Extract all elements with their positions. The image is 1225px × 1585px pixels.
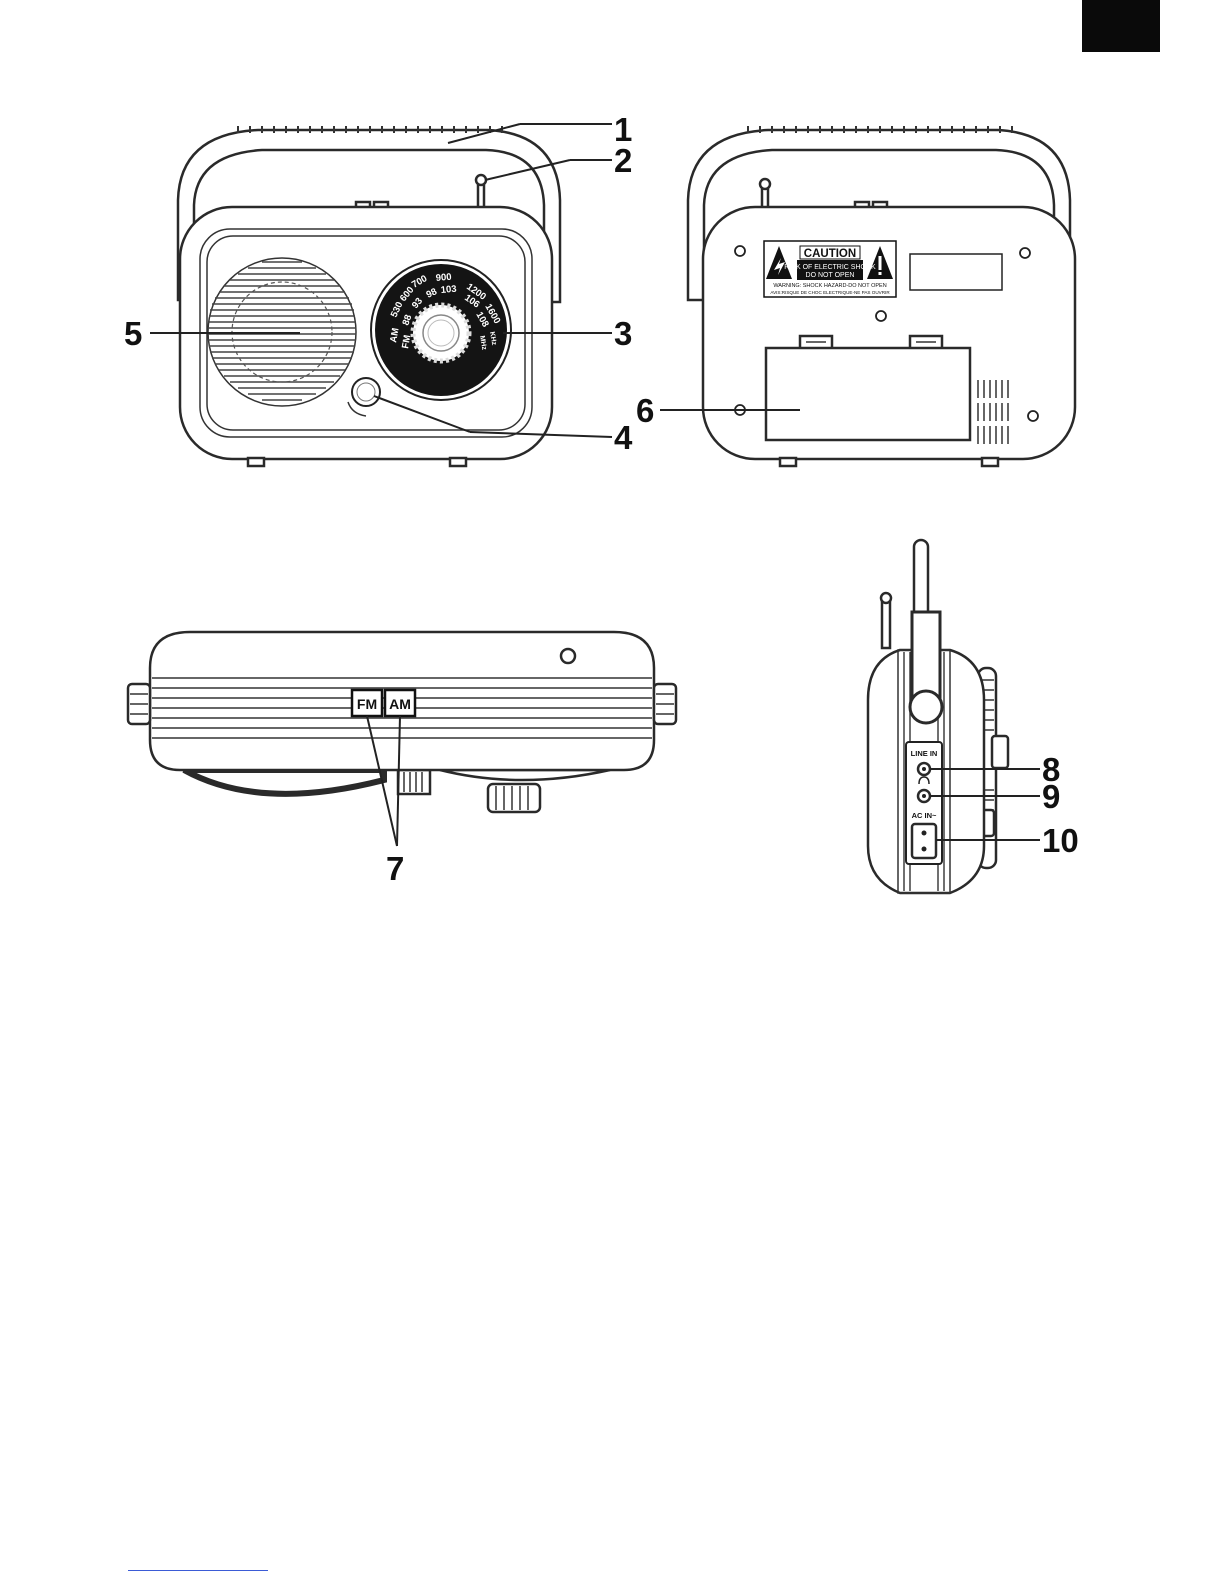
callout-9: 9 <box>1042 778 1060 815</box>
caution-label: CAUTION RISK OF ELECTRIC SHOCK DO NOT OP… <box>764 241 896 297</box>
am-button-label: AM <box>389 696 411 712</box>
top-view-antenna-hole <box>561 649 575 663</box>
dial-am-900: 900 <box>435 272 452 284</box>
front-view: AM 530 600 700 900 1200 1600 KHz FM 88 9… <box>150 124 612 466</box>
caution-line4: AVIS:RISQUE DE CHOC ELECTRIQUE-NE PAS OU… <box>770 290 890 295</box>
callout-4: 4 <box>614 419 633 456</box>
tuning-dial: AM 530 600 700 900 1200 1600 KHz FM 88 9… <box>371 260 511 400</box>
caution-line1: RISK OF ELECTRIC SHOCK <box>784 264 876 271</box>
callout-7: 7 <box>386 850 404 887</box>
rating-label <box>910 254 1002 290</box>
side-view: LINE IN AC IN~ <box>868 540 1040 893</box>
front-foot <box>450 458 466 466</box>
caution-title: CAUTION <box>804 248 856 260</box>
top-view-speaker-rim <box>184 770 384 794</box>
footer-link-underline[interactable] <box>128 1570 268 1571</box>
battery-compartment <box>766 336 970 440</box>
ac-in-socket <box>912 824 936 858</box>
antenna-tip <box>476 175 486 185</box>
top-view: FM AM <box>128 632 676 846</box>
dial-fm-103: 103 <box>440 284 457 296</box>
front-foot <box>248 458 264 466</box>
caution-line2: DO NOT OPEN <box>806 272 855 279</box>
top-view-volume-knob <box>398 770 430 794</box>
side-view-tuning-knob <box>992 736 1008 768</box>
back-view: CAUTION RISK OF ELECTRIC SHOCK DO NOT OP… <box>660 126 1075 466</box>
callout-2: 2 <box>614 142 632 179</box>
side-view-antenna-stub <box>882 600 890 648</box>
ac-in-label: AC IN~ <box>912 811 937 820</box>
callout-5: 5 <box>124 315 142 352</box>
caution-line3: WARNING: SHOCK HAZARD-DO NOT OPEN <box>773 283 886 289</box>
tuning-knob <box>413 305 469 361</box>
callout-3: 3 <box>614 315 632 352</box>
fm-button-label: FM <box>357 696 377 712</box>
callout-6: 6 <box>636 392 654 429</box>
line-in-label: LINE IN <box>911 749 938 758</box>
callout-10: 10 <box>1042 822 1079 859</box>
side-view-handle-pivot <box>910 691 942 723</box>
